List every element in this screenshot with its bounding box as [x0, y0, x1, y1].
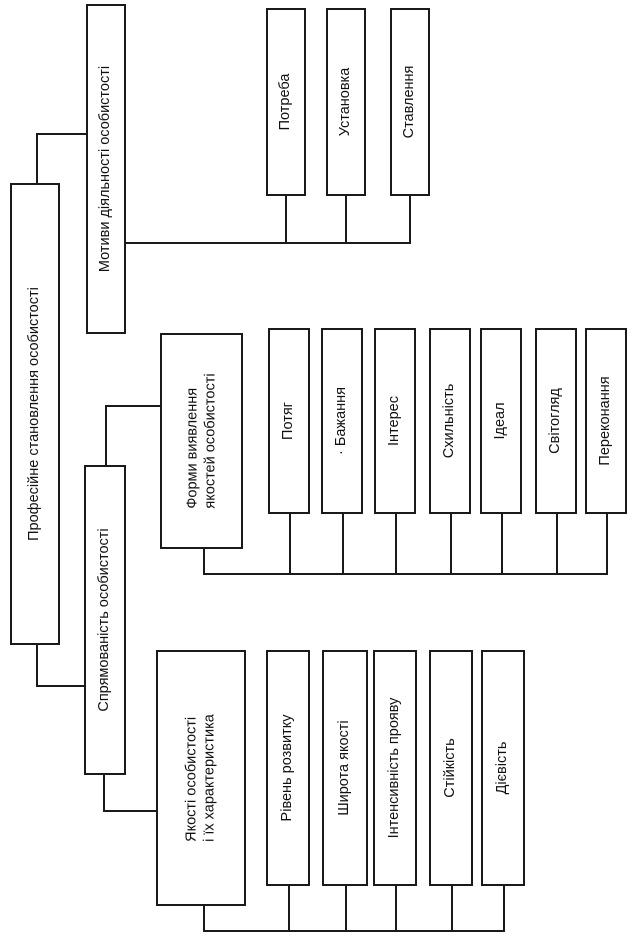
connector	[501, 513, 503, 574]
form-item-box: Інтерес	[374, 328, 416, 514]
connector	[395, 513, 397, 574]
motive-item-label: Ставлення	[401, 65, 418, 139]
root-node-label: Професійне становлення особистості	[26, 287, 43, 541]
quality-item-label: Широта якості	[336, 720, 353, 816]
qualities-node: Якості особистості і їх характеристика	[156, 650, 246, 906]
connector	[285, 195, 287, 243]
form-item-label: Світогляд	[547, 388, 564, 454]
connector	[36, 645, 38, 687]
quality-item-box: Широта якості	[322, 650, 368, 886]
connector	[203, 930, 505, 932]
connector	[409, 195, 411, 243]
connector	[395, 885, 397, 931]
orientation-node-label: Спрямованість особистості	[96, 528, 113, 712]
quality-item-box: Дієвість	[481, 650, 525, 886]
connector	[342, 513, 344, 574]
quality-item-label: Стійкість	[442, 738, 459, 798]
connector	[503, 885, 505, 931]
form-item-box: Потяг	[268, 328, 310, 514]
connector	[289, 513, 291, 574]
quality-item-box: Інтенсивність прояву	[373, 650, 417, 886]
form-item-label: Переконання	[597, 376, 614, 466]
connector	[203, 548, 205, 575]
motive-item-label: Установка	[337, 67, 354, 137]
connector	[345, 195, 347, 243]
connector	[556, 513, 558, 574]
connector	[36, 685, 84, 687]
connector	[345, 885, 347, 931]
form-item-box: Переконання	[585, 328, 627, 514]
connector	[125, 242, 411, 244]
quality-item-box: Стійкість	[429, 650, 473, 886]
connector	[105, 405, 161, 407]
form-item-label: Потяг	[280, 402, 297, 440]
qualities-node-label: Якості особистості і їх характеристика	[183, 714, 218, 842]
connector	[36, 133, 38, 185]
form-item-box: Ідеал	[480, 328, 522, 514]
form-item-label: Інтерес	[386, 396, 403, 446]
connector	[288, 885, 290, 931]
motive-item-box: Ставлення	[390, 8, 430, 196]
quality-item-label: Інтенсивність прояву	[386, 697, 403, 839]
form-item-label: · Бажання	[333, 386, 350, 456]
connector	[203, 905, 205, 932]
orientation-node: Спрямованість особистості	[84, 465, 126, 775]
qualities-node-line2: і їх характеристика	[201, 714, 217, 842]
quality-item-label: Дієвість	[494, 741, 511, 795]
root-node: Професійне становлення особистості	[10, 183, 60, 645]
motive-item-box: Потреба	[266, 8, 306, 196]
quality-item-label: Рівень розвитку	[279, 714, 296, 822]
motive-item-label: Потреба	[277, 73, 294, 131]
qualities-node-line1: Якості особистості	[183, 716, 200, 842]
forms-node-label: Форми виявлення якостей особистості	[184, 373, 219, 508]
connector	[203, 573, 608, 575]
connector	[103, 773, 105, 811]
connector	[451, 885, 453, 931]
connector	[103, 810, 157, 812]
connector	[450, 513, 452, 574]
connector	[105, 405, 107, 467]
forms-node-line1: Форми виявлення	[183, 387, 200, 509]
form-item-box: · Бажання	[321, 328, 363, 514]
motive-item-box: Установка	[326, 8, 366, 196]
forms-node: Форми виявлення якостей особистості	[160, 333, 243, 549]
form-item-box: Світогляд	[535, 328, 577, 514]
form-item-label: Ідеал	[492, 402, 509, 440]
connector	[36, 133, 88, 135]
form-item-label: Схильність	[441, 383, 458, 459]
connector	[606, 513, 608, 574]
quality-item-box: Рівень розвитку	[266, 650, 310, 886]
form-item-box: Схильність	[429, 328, 471, 514]
motives-node-label: Мотиви діяльності особистості	[97, 65, 114, 273]
motives-node: Мотиви діяльності особистості	[86, 4, 126, 334]
forms-node-line2: якостей особистості	[201, 373, 218, 509]
